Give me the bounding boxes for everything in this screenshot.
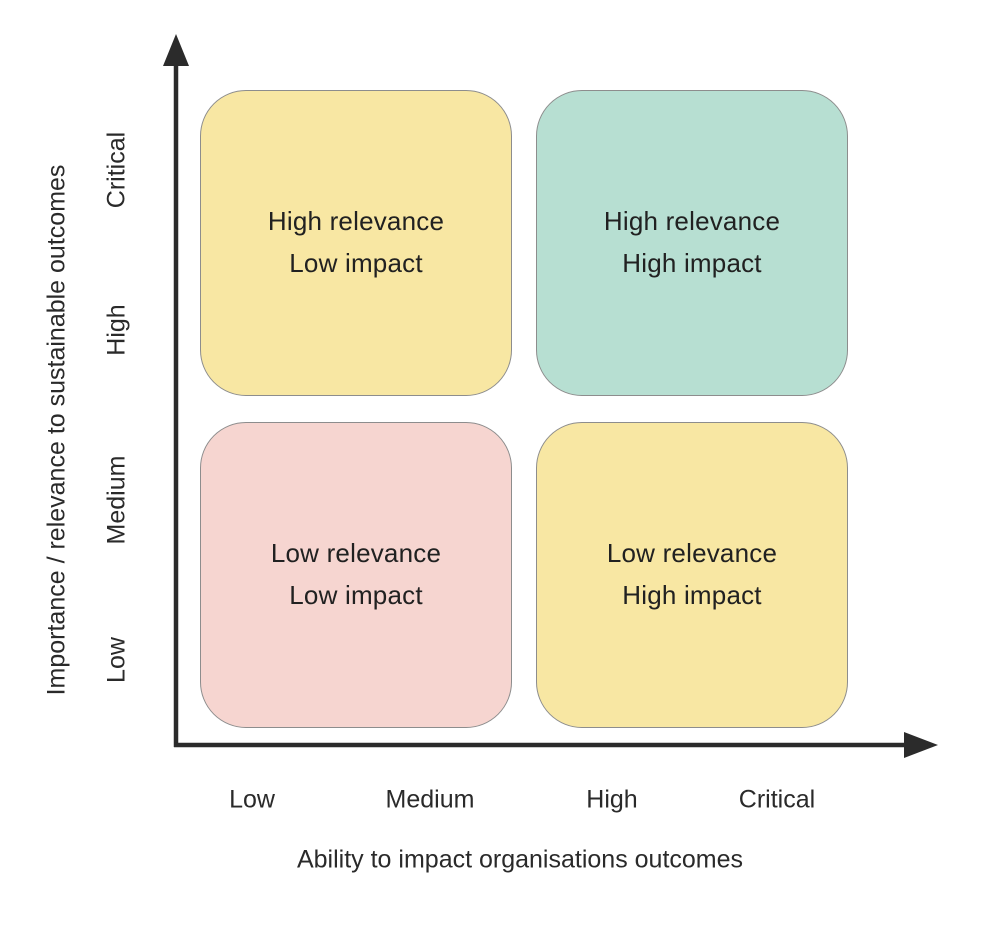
y-tick-medium: Medium — [102, 455, 131, 545]
y-axis-title: Importance / relevance to sustainable ou… — [42, 164, 71, 696]
quadrant-label-line2: Low impact — [289, 248, 423, 278]
y-tick-high: High — [102, 304, 131, 356]
quadrant-label-line1: High relevance — [267, 206, 445, 237]
quadrant-label-line2: High impact — [622, 580, 762, 610]
quadrant-label-line1: Low relevance — [606, 538, 778, 569]
x-axis-title: Ability to impact organisations outcomes — [296, 845, 744, 874]
x-axis-arrow-icon — [904, 732, 938, 758]
x-tick-high: High — [586, 785, 638, 814]
y-tick-critical: Critical — [102, 131, 131, 209]
y-tick-low: Low — [102, 637, 131, 683]
quadrant-label-line1: High relevance — [603, 206, 781, 237]
quadrant-label-line1: Low relevance — [270, 538, 442, 569]
quadrant-high-relevance-low-impact: High relevance Low impact — [200, 90, 512, 396]
quadrant-high-relevance-high-impact: High relevance High impact — [536, 90, 848, 396]
quadrant-label-line2: Low impact — [289, 580, 423, 610]
x-tick-low: Low — [229, 785, 275, 814]
x-tick-critical: Critical — [738, 785, 816, 814]
y-axis-arrow-icon — [163, 34, 189, 66]
quadrant-low-relevance-high-impact: Low relevance High impact — [536, 422, 848, 728]
quadrant-low-relevance-low-impact: Low relevance Low impact — [200, 422, 512, 728]
quadrant-label-line2: High impact — [622, 248, 762, 278]
x-tick-medium: Medium — [385, 785, 475, 814]
